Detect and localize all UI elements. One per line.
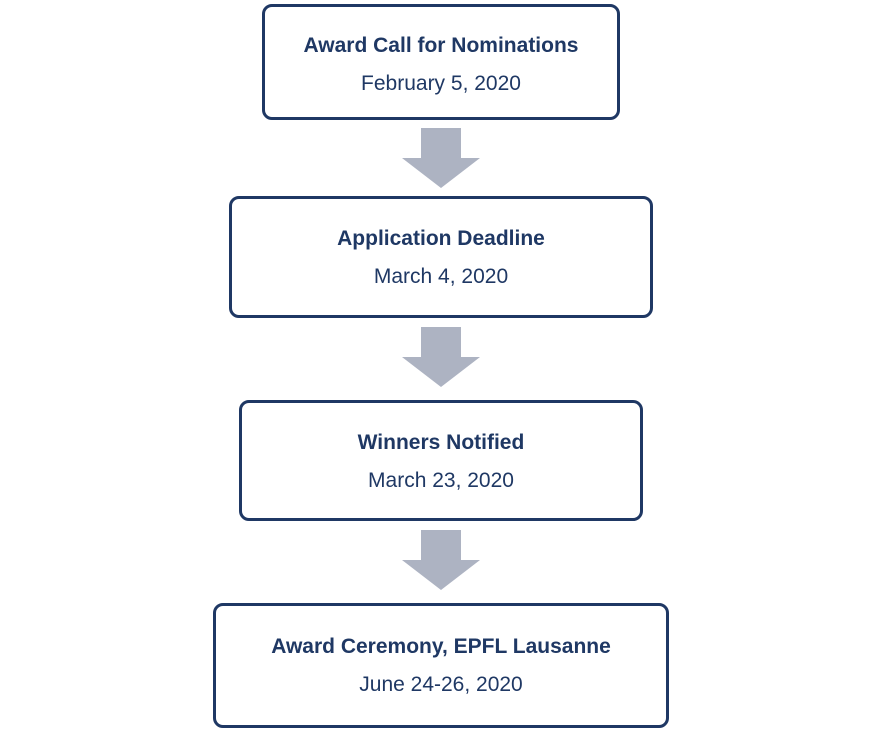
down-arrow-icon	[402, 530, 480, 590]
step-box-application-deadline: Application Deadline March 4, 2020	[229, 196, 653, 318]
step-date: February 5, 2020	[361, 72, 521, 95]
step-date: March 4, 2020	[373, 265, 509, 288]
step-box-call-for-nominations: Award Call for Nominations February 5, 2…	[262, 4, 620, 120]
down-arrow-icon	[402, 128, 480, 188]
down-arrow-icon	[402, 327, 480, 387]
step-title: Award Call for Nominations	[303, 34, 579, 57]
step-box-award-ceremony: Award Ceremony, EPFL Lausanne June 24-26…	[213, 603, 669, 728]
step-box-winners-notified: Winners Notified March 23, 2020	[239, 400, 643, 521]
step-title: Award Ceremony, EPFL Lausanne	[271, 635, 611, 658]
step-date: March 23, 2020	[368, 469, 514, 492]
step-title: Application Deadline	[337, 227, 545, 250]
step-title: Winners Notified	[357, 431, 525, 454]
step-date: June 24-26, 2020	[359, 673, 523, 696]
